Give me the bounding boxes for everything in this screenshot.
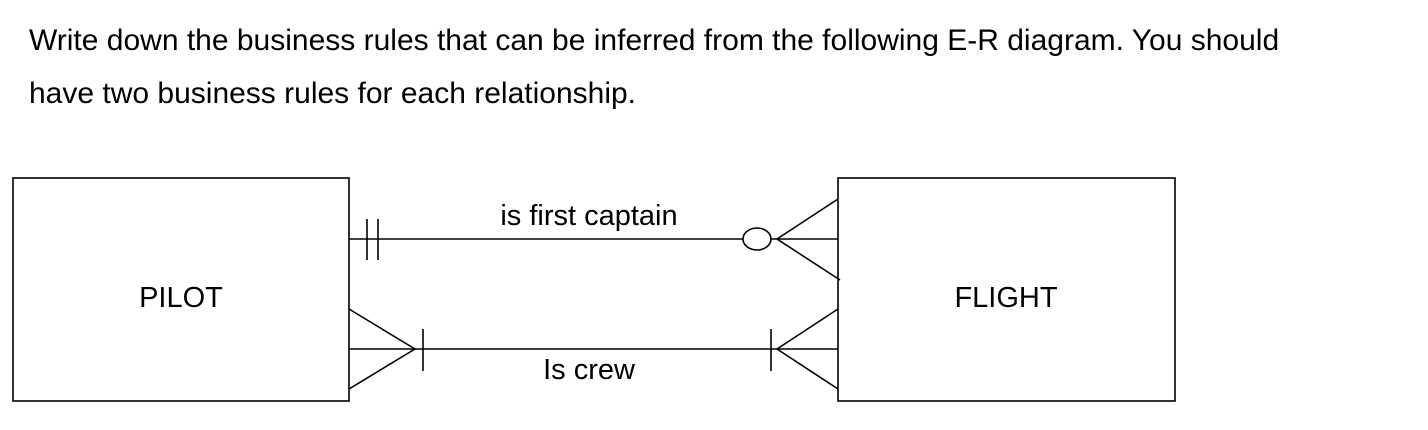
question-text: Write down the business rules that can b…	[29, 14, 1424, 120]
flight-entity-box	[837, 177, 1176, 402]
first-captain-flight-circle	[742, 227, 772, 251]
crew-pilot-crowfoot-bottom	[348, 348, 416, 390]
pilot-entity-box	[12, 177, 350, 402]
er-diagram-lines	[12, 177, 1176, 402]
first-captain-flight-crowfoot-top	[776, 198, 839, 240]
first-captain-relationship	[349, 198, 841, 281]
first-captain-label: is first captain	[500, 200, 677, 232]
crew-relationship	[348, 308, 839, 390]
question-line-2: have two business rules for each relatio…	[29, 77, 637, 110]
question-line-1: Write down the business rules that can b…	[29, 24, 1280, 57]
crew-label: Is crew	[543, 354, 636, 386]
pilot-entity-label: PILOT	[139, 282, 223, 314]
crew-pilot-crowfoot-top	[348, 308, 416, 350]
crew-flight-crowfoot-bottom	[776, 348, 839, 390]
crew-flight-crowfoot-top	[776, 308, 839, 350]
flight-entity-label: FLIGHT	[954, 282, 1057, 314]
first-captain-flight-crowfoot-bottom	[776, 238, 841, 281]
